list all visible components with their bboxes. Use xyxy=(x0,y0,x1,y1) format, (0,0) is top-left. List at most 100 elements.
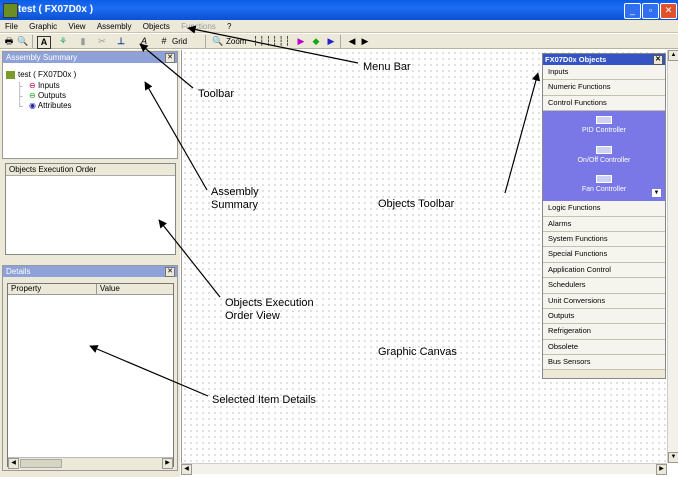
run-green-icon[interactable]: ◆ xyxy=(312,36,320,46)
tree-item-label: Outputs xyxy=(37,91,66,100)
close-button[interactable]: ✕ xyxy=(660,3,677,19)
delete-icon[interactable]: ▮ xyxy=(80,36,86,46)
column-value[interactable]: Value xyxy=(99,284,120,293)
control-functions-list: PID Controller On/Off Controller Fan Con… xyxy=(543,111,665,202)
execution-order-pane: Objects Execution Order xyxy=(5,163,176,255)
menu-functions[interactable]: Functions xyxy=(181,22,216,31)
category-outputs[interactable]: Outputs xyxy=(543,308,665,325)
canvas-horizontal-scrollbar[interactable]: ◀ ▶ xyxy=(181,463,667,475)
menu-assembly[interactable]: Assembly xyxy=(96,22,132,31)
minimize-button[interactable]: _ xyxy=(624,3,641,19)
objects-panel-header: FX07D0x Objects ✕ xyxy=(543,54,665,65)
details-title: Details xyxy=(6,267,31,276)
font-icon[interactable]: A xyxy=(140,36,147,46)
scroll-down-icon[interactable]: ▼ xyxy=(668,452,678,463)
attribute-icon: ◉ xyxy=(29,101,36,110)
print-icon[interactable]: 🖶 xyxy=(4,36,14,46)
scroll-right-icon[interactable]: ▶ xyxy=(656,464,667,475)
toolbar: 🖶 🔍 A ⚘ ▮ ✂ ⊥ A # Grid 🔍 Zoom ┆┆┆┆┆┆ ▶ ◆… xyxy=(0,34,678,49)
annotation-toolbar: Toolbar xyxy=(198,88,235,100)
scroll-left-icon[interactable]: ◀ xyxy=(8,458,19,469)
property-table-header: Property Value xyxy=(8,284,173,295)
tree-root[interactable]: test ( FX07D0x ) xyxy=(6,70,76,79)
tree-icon[interactable]: ⚘ xyxy=(58,36,68,46)
fan-controller-icon xyxy=(596,175,612,184)
connector-icon[interactable]: ⊥ xyxy=(117,36,125,46)
details-horizontal-scrollbar[interactable]: ◀ ▶ xyxy=(8,457,173,469)
tree-item-outputs[interactable]: ⊖ Outputs xyxy=(29,91,66,100)
scroll-up-icon[interactable]: ▲ xyxy=(668,50,678,61)
fan-controller-label: Fan Controller xyxy=(581,186,627,194)
category-special-functions[interactable]: Special Functions xyxy=(543,247,665,263)
category-bus-sensors[interactable]: Bus Sensors xyxy=(543,355,665,371)
category-application-control[interactable]: Application Control xyxy=(543,262,665,279)
toolbar-separator xyxy=(205,35,206,48)
category-schedulers[interactable]: Schedulers xyxy=(543,278,665,294)
tree-lines: ├├└ xyxy=(17,82,23,111)
run-magenta-icon[interactable]: ▶ xyxy=(297,36,305,46)
forward-icon[interactable]: ▶ xyxy=(361,36,369,46)
objects-close-icon[interactable]: ✕ xyxy=(653,55,663,65)
menu-file[interactable]: File xyxy=(5,22,18,31)
scroll-left-icon[interactable]: ◀ xyxy=(181,464,192,475)
category-control-functions[interactable]: Control Functions xyxy=(543,95,665,112)
pid-controller-item[interactable]: PID Controller xyxy=(543,116,665,134)
fan-controller-item[interactable]: Fan Controller xyxy=(543,175,665,193)
category-alarms[interactable]: Alarms xyxy=(543,216,665,232)
category-inputs[interactable]: Inputs xyxy=(543,65,665,81)
annotation-graphic-canvas: Graphic Canvas xyxy=(378,346,457,358)
category-system-functions[interactable]: System Functions xyxy=(543,231,665,248)
category-refrigeration[interactable]: Refrigeration xyxy=(543,324,665,340)
grid-icon[interactable]: # xyxy=(161,36,167,46)
onoff-controller-icon xyxy=(596,146,612,155)
chevron-down-icon[interactable]: ▼ xyxy=(652,189,661,198)
print-preview-icon[interactable]: 🔍 xyxy=(17,36,29,46)
menu-help[interactable]: ? xyxy=(227,22,232,31)
run-blue-icon[interactable]: ▶ xyxy=(327,36,335,46)
menu-view[interactable]: View xyxy=(68,22,86,31)
title-bar: test ( FX07D0x ) _ ▫ ✕ xyxy=(0,0,678,20)
annotation-menu-bar: Menu Bar xyxy=(363,61,411,73)
app-icon xyxy=(3,3,18,18)
onoff-controller-item[interactable]: On/Off Controller xyxy=(543,146,665,164)
zoom-icon[interactable]: 🔍 xyxy=(212,36,224,46)
category-unit-conversions[interactable]: Unit Conversions xyxy=(543,293,665,309)
scroll-right-icon[interactable]: ▶ xyxy=(162,458,173,469)
tree-item-attributes[interactable]: ◉ Attributes xyxy=(29,101,72,110)
execution-order-header: Objects Execution Order xyxy=(6,164,175,176)
details-close-icon[interactable]: ✕ xyxy=(165,267,175,277)
annotation-objects-toolbar: Objects Toolbar xyxy=(378,198,455,210)
assembly-summary-header: Assembly Summary ✕ xyxy=(3,52,177,63)
onoff-controller-label: On/Off Controller xyxy=(577,157,631,165)
text-tool-icon[interactable]: A xyxy=(37,36,51,49)
pid-controller-label: PID Controller xyxy=(582,127,626,135)
input-icon: ⊖ xyxy=(29,81,36,90)
zoom-slider[interactable]: ┆┆┆┆┆┆ xyxy=(252,36,292,46)
objects-toolbar-panel: FX07D0x Objects ✕ Inputs Numeric Functio… xyxy=(542,53,666,379)
category-obsolete[interactable]: Obsolete xyxy=(543,339,665,356)
tree-item-inputs[interactable]: ⊖ Inputs xyxy=(29,81,60,90)
grid-label[interactable]: Grid xyxy=(172,37,188,46)
menu-graphic[interactable]: Graphic xyxy=(29,22,58,31)
category-logic-functions[interactable]: Logic Functions xyxy=(543,201,665,217)
tree-root-label: test ( FX07D0x ) xyxy=(18,70,77,79)
column-property[interactable]: Property xyxy=(8,284,97,294)
menu-objects[interactable]: Objects xyxy=(142,22,170,31)
annotation-exec-order-view: Objects Execution Order View xyxy=(225,297,314,322)
canvas-vertical-scrollbar[interactable]: ▲ ▼ xyxy=(667,50,678,463)
assembly-close-icon[interactable]: ✕ xyxy=(165,53,175,63)
window-title: test ( FX07D0x ) xyxy=(18,4,94,15)
maximize-button[interactable]: ▫ xyxy=(642,3,659,19)
category-numeric-functions[interactable]: Numeric Functions xyxy=(543,80,665,96)
tree-item-label: Inputs xyxy=(37,81,60,90)
menu-bar: File Graphic View Assembly Objects Funct… xyxy=(0,20,678,33)
property-table: Property Value xyxy=(7,283,174,467)
scroll-thumb[interactable] xyxy=(20,459,62,468)
annotation-assembly-summary: Assembly Summary xyxy=(211,186,259,211)
toolbar-separator xyxy=(32,35,33,48)
output-icon: ⊖ xyxy=(29,91,36,100)
zoom-label[interactable]: Zoom xyxy=(226,37,247,46)
assembly-summary-pane: Assembly Summary ✕ test ( FX07D0x ) ├├└ … xyxy=(2,51,178,159)
back-icon[interactable]: ◀ xyxy=(348,36,356,46)
cut-icon[interactable]: ✂ xyxy=(98,36,106,46)
